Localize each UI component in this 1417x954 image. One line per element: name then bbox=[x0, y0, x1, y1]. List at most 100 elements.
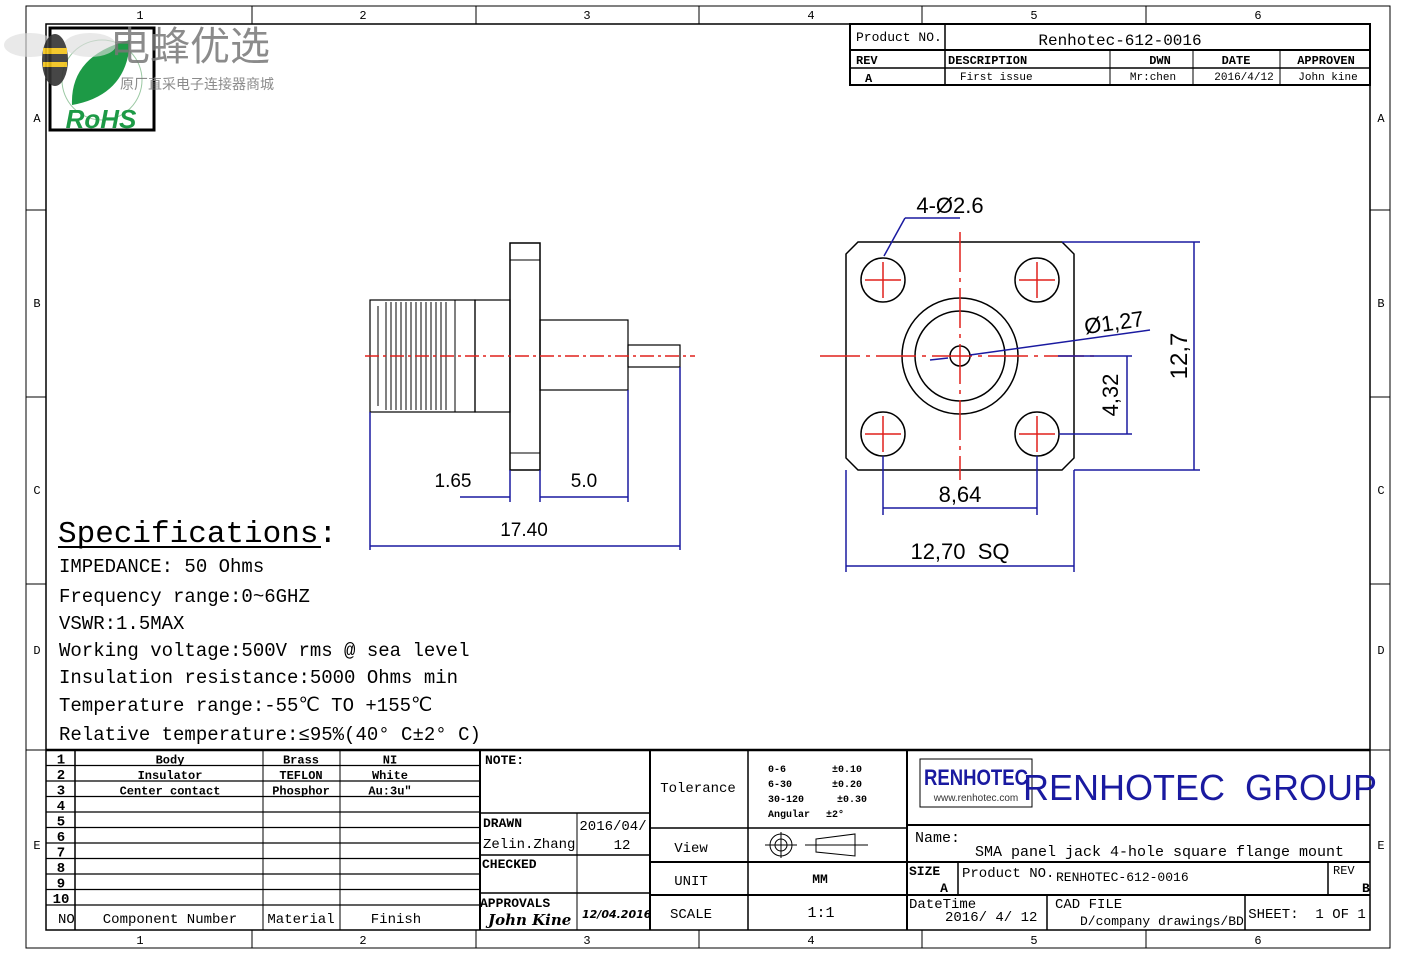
rev-label: REV bbox=[1333, 864, 1355, 878]
zone-row-e-right: E bbox=[1377, 839, 1384, 853]
zone-dividers bbox=[26, 6, 1390, 948]
tolerance-label: Tolerance bbox=[660, 781, 736, 797]
bom-no: 10 bbox=[53, 892, 70, 908]
zone-labels: 1 2 3 4 5 6 1 2 3 4 5 6 A B C D E A B C … bbox=[33, 9, 1385, 948]
product-label: Product NO. bbox=[962, 866, 1054, 882]
spec-impedance: IMPEDANCE: 50 Ohms bbox=[59, 556, 264, 578]
logo-text: RENHOTEC bbox=[924, 765, 1028, 790]
product-value: RENHOTEC-612-0016 bbox=[1056, 870, 1189, 885]
bom-no: 9 bbox=[57, 877, 65, 893]
watermark-brand: 电蜂优选 bbox=[110, 25, 270, 69]
projection-view-icon bbox=[765, 832, 868, 858]
zone-row-c: C bbox=[33, 484, 40, 498]
drawn-date: 2016/04/ bbox=[579, 819, 646, 835]
description-value: First issue bbox=[960, 72, 1033, 84]
name-label: Name: bbox=[915, 830, 960, 847]
inner-frame bbox=[45, 23, 1371, 931]
datetime-label: DateTime bbox=[909, 897, 976, 913]
tol-range-3: 30-120 bbox=[768, 795, 804, 806]
drawn-date-day: 12 bbox=[614, 838, 631, 854]
approven-value: John kine bbox=[1298, 72, 1357, 84]
rohs-text: RoHS bbox=[66, 104, 137, 134]
bom-header-component: Component Number bbox=[103, 912, 237, 928]
bom-material: Phosphor bbox=[272, 785, 330, 799]
tolerance-values: 0-6 ±0.10 6-30 ±0.20 30-120 ±0.30 Angula… bbox=[768, 765, 867, 821]
spec-humidity: Relative temperature:≤95%(40° C±2° C) bbox=[59, 724, 481, 746]
zone-col-5-bottom: 5 bbox=[1030, 934, 1037, 948]
bom-component: Center contact bbox=[120, 785, 221, 799]
drawn-label: DRAWN bbox=[483, 816, 522, 831]
tol-value-4: ±2° bbox=[826, 809, 844, 821]
bom-finish: Au:3u" bbox=[368, 785, 411, 799]
product-no-label: Product NO. bbox=[856, 30, 942, 45]
sheet-value: SHEET: 1 OF 1 bbox=[1248, 907, 1366, 923]
bom-no: 8 bbox=[57, 861, 65, 877]
view-label: View bbox=[674, 841, 708, 857]
zone-col-6: 6 bbox=[1254, 9, 1261, 23]
approvals-label: APPROVALS bbox=[480, 896, 550, 911]
dwn-header: DWN bbox=[1149, 54, 1171, 68]
description-header: DESCRIPTION bbox=[948, 54, 1027, 68]
zone-row-b: B bbox=[33, 297, 40, 311]
dim-pin-dia: Ø1,27 bbox=[1083, 306, 1146, 339]
rev-value: B bbox=[1362, 881, 1370, 896]
spec-voltage: Working voltage:500V rms @ sea level bbox=[59, 640, 469, 662]
dim-12-7: 12,7 bbox=[1166, 333, 1193, 380]
dim-12-70-sq: 12,70 SQ bbox=[910, 539, 1009, 564]
zone-col-2: 2 bbox=[359, 9, 366, 23]
rev-header: REV bbox=[856, 54, 878, 68]
title-grid bbox=[46, 748, 1370, 930]
cad-label: CAD FILE bbox=[1055, 897, 1122, 913]
bom-no: 4 bbox=[57, 799, 65, 815]
approval-date: 12/04.2016 bbox=[582, 908, 652, 921]
unit-value: MM bbox=[812, 872, 828, 887]
zone-col-4: 4 bbox=[807, 9, 814, 23]
bom-material: Brass bbox=[283, 754, 319, 768]
bom-material: TEFLON bbox=[279, 769, 322, 783]
bom-component: Insulator bbox=[138, 769, 203, 783]
datetime-value: 2016/ 4/ 12 bbox=[945, 910, 1037, 926]
tol-value-1: ±0.10 bbox=[832, 765, 862, 776]
zone-col-4-bottom: 4 bbox=[807, 934, 814, 948]
bom-no: 2 bbox=[57, 768, 65, 784]
zone-row-d: D bbox=[33, 644, 40, 658]
dim-4-32: 4,32 bbox=[1098, 374, 1123, 417]
dim-8-64: 8,64 bbox=[939, 482, 982, 507]
drawn-by: Zelin.Zhang bbox=[483, 837, 575, 853]
size-label: SIZE bbox=[909, 864, 940, 879]
bom-finish: NI bbox=[383, 754, 397, 768]
zone-col-1: 1 bbox=[136, 9, 143, 23]
zone-col-5: 5 bbox=[1030, 9, 1037, 23]
spec-temperature: Temperature range:-55℃ TO +155℃ bbox=[59, 695, 432, 717]
bee-icon bbox=[4, 33, 116, 86]
side-view: 1.65 5.0 17.40 bbox=[365, 242, 695, 550]
zone-row-a: A bbox=[33, 112, 41, 126]
zone-row-a-right: A bbox=[1377, 112, 1385, 126]
note-label: NOTE: bbox=[485, 753, 524, 768]
scale-value: 1:1 bbox=[807, 905, 834, 922]
bom-header-finish: Finish bbox=[371, 912, 421, 928]
spec-frequency: Frequency range:0~6GHZ bbox=[59, 586, 310, 608]
specifications: Specifications: IMPEDANCE: 50 Ohms Frequ… bbox=[58, 517, 481, 746]
part-name: SMA panel jack 4-hole square flange moun… bbox=[975, 844, 1344, 861]
revision-block: Product NO. Renhotec-612-0016 REV DESCRI… bbox=[849, 23, 1371, 86]
bom-no: 6 bbox=[57, 830, 65, 846]
bom-header-no: NO bbox=[58, 912, 75, 928]
zone-col-6-bottom: 6 bbox=[1254, 934, 1261, 948]
front-view: 4-Ø2.6 Ø1,27 4,32 12,7 8,64 12,70 SQ bbox=[820, 193, 1200, 572]
bom-row-lines bbox=[46, 764, 480, 906]
dim-hole-dia: 4-Ø2.6 bbox=[916, 193, 983, 218]
zone-row-c-right: C bbox=[1377, 484, 1384, 498]
spec-insulation: Insulation resistance:5000 Ohms min bbox=[59, 667, 458, 689]
zone-row-e: E bbox=[33, 839, 40, 853]
product-no-value: Renhotec-612-0016 bbox=[1038, 32, 1201, 50]
unit-label: UNIT bbox=[674, 874, 708, 890]
bom-finish: White bbox=[372, 769, 408, 783]
bom-no: 5 bbox=[57, 815, 65, 831]
dim-17-40: 17.40 bbox=[500, 520, 548, 541]
tol-range-4: Angular bbox=[768, 809, 810, 821]
leaf-icon bbox=[71, 40, 130, 105]
rev-value: A bbox=[865, 72, 873, 86]
